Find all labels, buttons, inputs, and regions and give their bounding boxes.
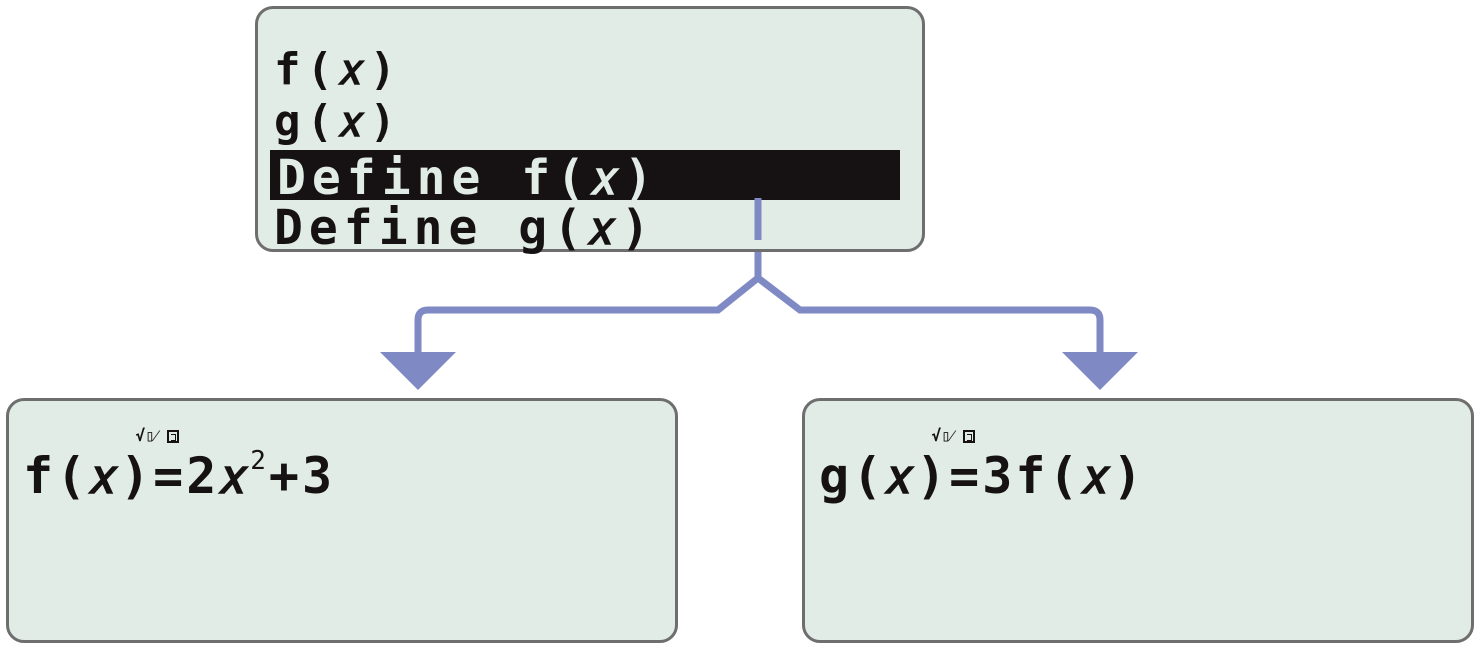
branch-connector-line [414, 198, 762, 352]
menu-item-define-g-x[interactable]: Define g(𝑥) [274, 200, 656, 256]
status-indicators: √▯⁄ [893, 407, 976, 465]
math-io-icon: √▯⁄ [931, 426, 954, 445]
menu-item-f-x[interactable]: f(𝑥) [274, 44, 402, 95]
menu-item-g-x[interactable]: g(𝑥) [274, 96, 402, 147]
define-g-screen: √▯⁄ g(𝑥)=3f(𝑥) [802, 398, 1474, 643]
degree-mode-icon [963, 430, 976, 443]
f-definition-expression: f(𝑥)=2𝑥2+3 [23, 446, 336, 505]
g-definition-expression: g(𝑥)=3f(𝑥) [819, 447, 1146, 505]
arrowhead-left-icon [380, 352, 456, 390]
arrowhead-right-icon [1062, 352, 1138, 390]
degree-mode-icon [167, 430, 180, 443]
math-io-icon: √▯⁄ [135, 426, 158, 445]
menu-item-define-f-x[interactable]: Define f(𝑥) [270, 150, 900, 203]
status-indicators: √▯⁄ [97, 407, 180, 465]
branch-connector-line-right [755, 275, 1104, 352]
function-menu-screen: f(𝑥) g(𝑥) Define f(𝑥) Define g(𝑥) [255, 6, 925, 256]
define-f-screen: √▯⁄ f(𝑥)=2𝑥2+3 [6, 398, 678, 643]
